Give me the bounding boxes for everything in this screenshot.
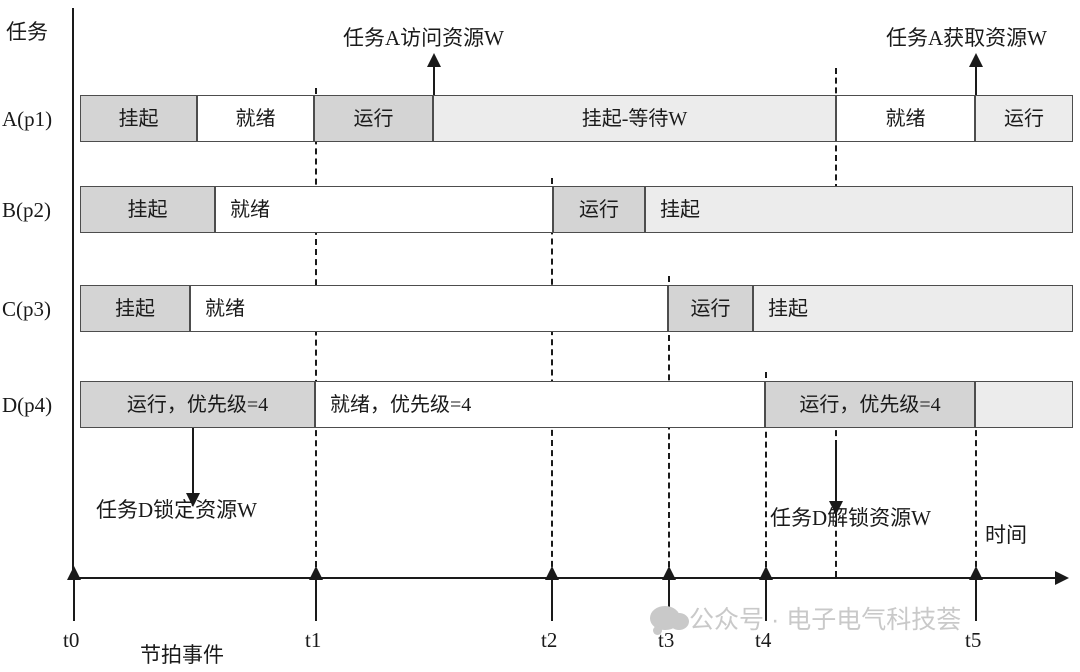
x-axis-line <box>72 577 1060 579</box>
arrowhead <box>67 566 81 580</box>
axis-tick-t2 <box>545 566 559 621</box>
state-block[interactable]: 就绪 <box>190 285 668 332</box>
arrowhead <box>545 566 559 580</box>
axis-tick-label: t0 <box>63 628 80 652</box>
row-label-cp3: C(p3) <box>2 297 51 321</box>
axis-tick-label: t5 <box>965 628 982 652</box>
axis-tick-label: t2 <box>541 628 558 652</box>
axis-tick-t0 <box>67 566 81 621</box>
arrowhead <box>662 566 676 580</box>
guide-dashed-line <box>551 178 553 577</box>
arrowhead <box>309 566 323 580</box>
y-axis-line <box>72 8 74 578</box>
guide-dashed-line <box>975 420 977 577</box>
annotation-arrow-down-icon <box>186 428 200 507</box>
x-axis-arrowhead <box>1055 571 1069 585</box>
wechat-bubble-icon <box>650 606 689 635</box>
row-label-bp2: B(p2) <box>2 198 51 222</box>
annotation-label: 任务D解锁资源W <box>770 506 931 530</box>
state-block[interactable]: 挂起 <box>753 285 1073 332</box>
state-block[interactable]: 挂起 <box>80 186 215 233</box>
task-row: 挂起就绪运行挂起 <box>0 285 1080 332</box>
arrowhead <box>969 566 983 580</box>
axis-tick-label: t1 <box>305 628 322 652</box>
annotation-label: 任务A访问资源W <box>343 26 504 50</box>
state-block[interactable]: 挂起 <box>80 285 190 332</box>
row-label-dp4: D(p4) <box>2 393 53 417</box>
arrowhead <box>427 53 441 67</box>
state-block[interactable]: 就绪 <box>197 95 314 142</box>
x-axis-title: 时间 <box>985 523 1027 547</box>
state-block[interactable]: 运行 <box>668 285 753 332</box>
state-block[interactable]: 就绪，优先级=4 <box>315 381 765 428</box>
axis-tick-t5 <box>969 566 983 621</box>
watermark: 公众号 · 电子电气科技荟 <box>650 600 961 636</box>
axis-tick-t1 <box>309 566 323 621</box>
axis-tick-label: t3 <box>658 628 675 652</box>
guide-dashed-line <box>315 88 317 577</box>
annotation-label: 任务D锁定资源W <box>96 498 257 522</box>
state-block[interactable]: 运行 <box>314 95 433 142</box>
annotation-arrow-up-icon <box>427 53 441 95</box>
arrowhead <box>186 493 200 507</box>
guide-dashed-line <box>765 372 767 577</box>
tick-event-note: 节拍事件 <box>140 643 224 667</box>
annotation-arrow-up-icon <box>969 53 983 95</box>
arrowhead <box>969 53 983 67</box>
annotation-arrow-down-icon <box>829 440 843 515</box>
axis-tick-t4 <box>759 566 773 621</box>
annotation-label: 任务A获取资源W <box>886 26 1047 50</box>
watermark-text: 公众号 · 电子电气科技荟 <box>689 606 962 634</box>
state-block[interactable]: 运行，优先级=4 <box>765 381 975 428</box>
state-block[interactable]: 就绪 <box>836 95 975 142</box>
arrowhead <box>759 566 773 580</box>
state-block[interactable]: 挂起-等待W <box>433 95 836 142</box>
task-row: 挂起就绪运行挂起 <box>0 186 1080 233</box>
state-block[interactable]: 就绪 <box>215 186 553 233</box>
arrowhead <box>829 501 843 515</box>
state-block[interactable]: 挂起 <box>645 186 1073 233</box>
axis-tick-t3 <box>662 566 676 621</box>
state-block[interactable]: 运行 <box>553 186 645 233</box>
state-block[interactable] <box>975 381 1073 428</box>
state-block[interactable]: 运行 <box>975 95 1073 142</box>
row-label-ap1: A(p1) <box>2 107 53 131</box>
axis-tick-label: t4 <box>755 628 772 652</box>
state-block[interactable]: 运行，优先级=4 <box>80 381 315 428</box>
state-block[interactable]: 挂起 <box>80 95 197 142</box>
y-axis-title: 任务 <box>6 20 48 44</box>
